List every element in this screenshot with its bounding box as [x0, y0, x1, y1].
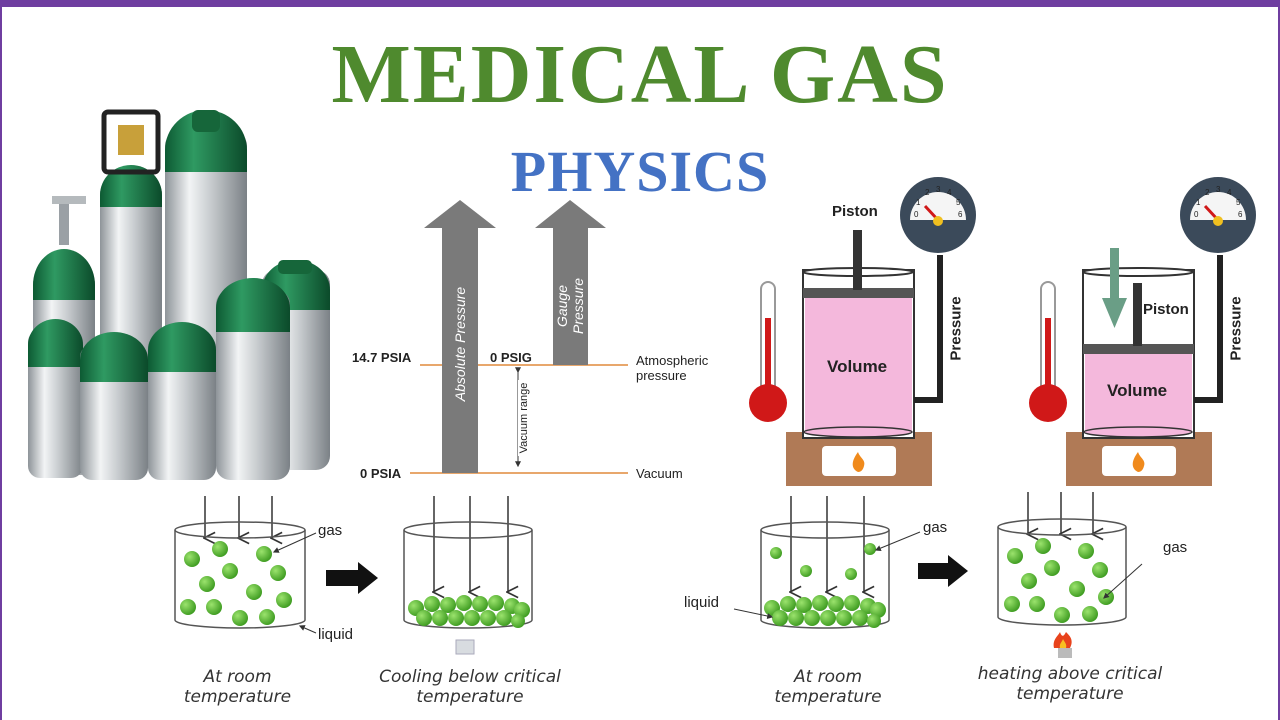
gauge-tick: 0 — [1194, 210, 1199, 219]
absolute-pressure-arrow — [424, 200, 496, 473]
gauge-tick: 5 — [956, 198, 961, 207]
label-gas-3: gas — [1163, 539, 1188, 556]
container-gas-heated — [997, 492, 1143, 658]
container-liquid-cooled — [403, 496, 533, 655]
caption-heating: heating above critical temperature — [977, 664, 1163, 704]
label-vacuum-range: Vacuum range — [518, 380, 530, 456]
label-pressure-1: Pressure — [947, 296, 965, 361]
gauge-tick: 1 — [1196, 198, 1201, 207]
gauge-tick: 2 — [925, 188, 930, 197]
gauge-tick: 6 — [1238, 210, 1243, 219]
label-volume-2: Volume — [1107, 381, 1168, 400]
label-0-psia: 0 PSIA — [360, 466, 402, 481]
label-atmospheric-pressure: Atmospheric pressure — [636, 353, 709, 383]
cylinder — [216, 278, 290, 480]
gauge-tick: 0 — [914, 210, 919, 219]
label-pressure-2: Pressure — [1227, 296, 1245, 361]
cylinder — [28, 319, 83, 478]
gauge-tick: 3 — [936, 185, 941, 194]
label-absolute-pressure: Absolute Pressure — [452, 286, 468, 402]
label-0-psig: 0 PSIG — [490, 350, 532, 365]
page-subtitle: PHYSICS — [510, 139, 770, 204]
gauge-tick: 1 — [916, 198, 921, 207]
cylinder — [80, 332, 148, 480]
caption-room-temp-2: At room temperature — [774, 667, 882, 707]
label-gas-2: gas — [923, 519, 948, 536]
label-14-7-psia: 14.7 PSIA — [352, 350, 412, 365]
transition-arrow-1 — [326, 562, 378, 594]
gauge-tick: 3 — [1216, 185, 1221, 194]
page-title: MEDICAL GAS — [331, 28, 949, 121]
container-liquid-room-temp — [733, 496, 921, 629]
gauge-tick: 4 — [1227, 188, 1232, 197]
piston-diagram-1 — [749, 177, 976, 486]
gauge-tick: 6 — [958, 210, 963, 219]
transition-arrow-2 — [918, 555, 968, 587]
gauge-tick: 5 — [1236, 198, 1241, 207]
label-piston-2: Piston — [1143, 301, 1189, 318]
container-gas-room-temp — [174, 496, 317, 634]
label-gas-1: gas — [318, 522, 343, 539]
caption-room-temp-1: At room temperature — [183, 667, 292, 707]
label-liquid-1: liquid — [318, 626, 354, 643]
label-vacuum: Vacuum — [636, 466, 683, 481]
gauge-tick: 4 — [947, 188, 952, 197]
gas-cylinders-image — [28, 109, 330, 480]
gauge-pressure-arrow — [535, 200, 606, 365]
label-gauge-pressure: Gauge Pressure — [554, 277, 586, 335]
caption-cooling: Cooling below critical temperature — [379, 667, 561, 707]
label-volume-1: Volume — [827, 357, 888, 376]
label-piston-1: Piston — [832, 203, 878, 220]
cylinder — [148, 322, 216, 480]
label-liquid-2: liquid — [684, 594, 720, 611]
gauge-tick: 2 — [1205, 188, 1210, 197]
piston-diagram-2 — [1029, 177, 1256, 486]
